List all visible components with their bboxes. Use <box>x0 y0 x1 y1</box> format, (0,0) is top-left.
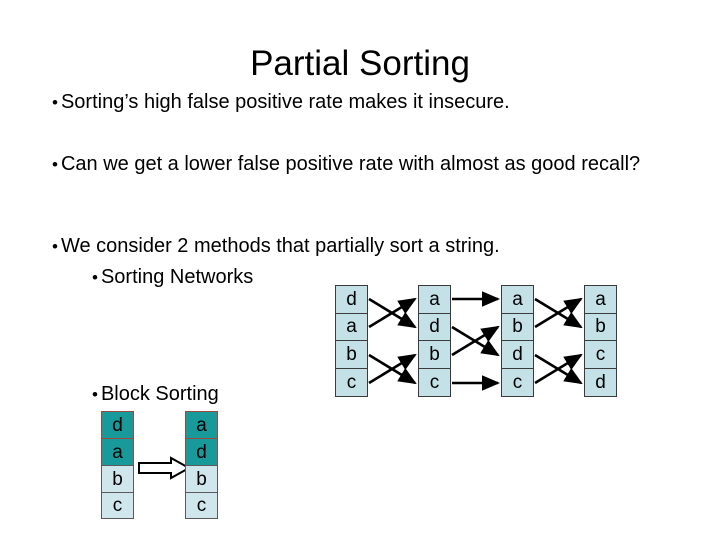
sorting-network-cell: a <box>585 286 616 314</box>
block-sorting-cell: b <box>101 465 134 492</box>
sorting-network-cell: d <box>502 341 533 369</box>
sorting-network-cell: c <box>336 368 367 396</box>
bullet-insecure: Sorting’s high false positive rate makes… <box>52 89 703 116</box>
net-arrow-s2-r3 <box>534 353 583 385</box>
block-sorting-after: a d b c <box>185 411 218 519</box>
sorting-network-cell: b <box>502 313 533 341</box>
sorting-network-column-2: a b d c <box>501 285 534 397</box>
block-sorting-cell: a <box>101 438 134 465</box>
block-sorting-cell: c <box>185 492 218 519</box>
sorting-network-cell: b <box>336 341 367 369</box>
sorting-network-cell: a <box>502 286 533 314</box>
block-sorting-cell: a <box>185 411 218 438</box>
net-arrow-s2-r1 <box>534 297 583 329</box>
bullet-sorting-networks: Sorting Networks <box>92 264 423 291</box>
sorting-network-cell: a <box>336 313 367 341</box>
net-arrow-s1-r2 <box>451 325 500 357</box>
sorting-network-cell: a <box>419 286 450 314</box>
sorting-network-cell: b <box>585 313 616 341</box>
block-sorting-transform-arrow <box>138 456 192 480</box>
bullet-lower-false-positive-rate: Can we get a lower false positive rate w… <box>52 151 653 178</box>
block-sorting-cell: c <box>101 492 134 519</box>
sorting-network-cell: d <box>585 368 616 396</box>
bullet-block-sorting: Block Sorting <box>92 381 423 408</box>
block-sorting-cell: b <box>185 465 218 492</box>
sorting-network-cell: d <box>336 286 367 314</box>
bullet-two-methods: We consider 2 methods that partially sor… <box>52 233 703 260</box>
page-title: Partial Sorting <box>250 44 470 83</box>
sorting-network-cell: c <box>502 368 533 396</box>
hollow-right-arrow-icon <box>138 456 192 480</box>
sorting-network-column-3: a b c d <box>584 285 617 397</box>
sorting-network-column-1: a d b c <box>418 285 451 397</box>
sorting-network-cell: d <box>419 313 450 341</box>
sorting-network-cell: c <box>585 341 616 369</box>
net-arrow-s0-r3 <box>368 353 417 385</box>
block-sorting-cell: d <box>185 438 218 465</box>
net-arrow-s0-r1 <box>368 297 417 329</box>
sorting-network-column-0: d a b c <box>335 285 368 397</box>
sorting-network-cell: c <box>419 368 450 396</box>
block-sorting-before: d a b c <box>101 411 134 519</box>
sorting-network-cell: b <box>419 341 450 369</box>
block-sorting-cell: d <box>101 411 134 438</box>
